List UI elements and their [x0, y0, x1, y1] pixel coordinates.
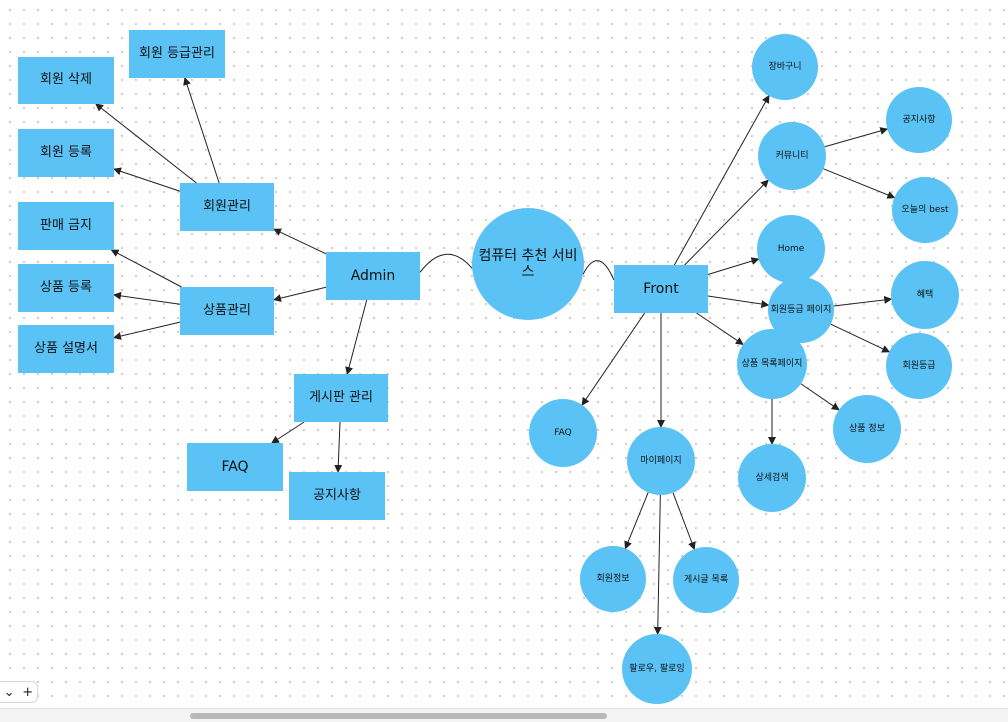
edge-member_mgmt-to-member_delete: [95, 103, 197, 184]
node-benefit[interactable]: 혜택: [891, 261, 959, 329]
add-page-button[interactable]: +: [22, 684, 34, 700]
edge-admin-to-product_mgmt: [273, 286, 327, 302]
horizontal-scrollbar[interactable]: [0, 708, 1008, 722]
edge-front-to-grade_page: [707, 295, 770, 309]
edge-admin-to-board_mgmt: [345, 299, 368, 375]
edge-mypage-to-post_list: [672, 492, 696, 551]
edge-front-to-product_list_page: [696, 312, 744, 345]
edge-community-to-notice_front: [824, 127, 889, 148]
node-admin[interactable]: Admin: [326, 252, 420, 300]
edge-product_list_page-to-product_info: [800, 383, 840, 411]
node-notice-front[interactable]: 공지사항: [886, 87, 952, 153]
edge-board_mgmt-to-faq_admin: [271, 421, 305, 444]
edge-member_mgmt-to-member_register: [113, 167, 181, 192]
edge-center-to-front: [582, 260, 615, 281]
horizontal-scrollbar-thumb[interactable]: [190, 713, 607, 719]
edge-product_mgmt-to-product_manual: [113, 321, 181, 340]
node-follow[interactable]: 팔로우, 팔로잉: [622, 634, 692, 704]
node-today-best[interactable]: 오늘의 best: [892, 177, 958, 243]
edge-community-to-today_best: [823, 168, 896, 199]
node-member-grade-management[interactable]: 회원 등급관리: [129, 30, 225, 78]
edge-admin-to-member_mgmt: [273, 228, 327, 255]
node-faq-admin[interactable]: FAQ: [187, 443, 283, 491]
node-front[interactable]: Front: [614, 265, 708, 313]
node-center-service[interactable]: 컴퓨터 추천 서비스: [472, 208, 584, 320]
node-community[interactable]: 커뮤니티: [758, 122, 826, 190]
edge-mypage-to-member_info: [624, 492, 649, 550]
node-sale-ban[interactable]: 판매 금지: [18, 202, 114, 250]
node-member-management[interactable]: 회원관리: [180, 183, 274, 231]
node-cart[interactable]: 장바구니: [752, 34, 818, 100]
edge-front-to-faq_front: [581, 312, 646, 406]
chevron-down-icon[interactable]: ⌄: [3, 684, 15, 700]
node-product-register[interactable]: 상품 등록: [18, 264, 114, 312]
node-mypage[interactable]: 마이페이지: [627, 427, 695, 495]
edge-admin-to-center: [419, 253, 473, 273]
edge-product_mgmt-to-product_register: [113, 291, 181, 305]
edge-board_mgmt-to-notice_admin: [334, 421, 343, 473]
page-controls: ⌄ +: [0, 681, 38, 703]
node-home[interactable]: Home: [757, 215, 825, 283]
edge-front-to-cart: [673, 94, 770, 266]
edge-member_mgmt-to-member_grade_mgmt: [183, 77, 220, 184]
node-board-management[interactable]: 게시판 관리: [294, 374, 388, 422]
edge-mypage-to-follow: [653, 494, 662, 636]
node-detail-search[interactable]: 상세검색: [738, 444, 806, 512]
edge-grade_page-to-member_grade: [830, 323, 891, 353]
node-faq-front[interactable]: FAQ: [529, 399, 597, 467]
node-product-management[interactable]: 상품관리: [180, 287, 274, 335]
node-post-list[interactable]: 게시글 목록: [673, 547, 739, 613]
node-product-list-page[interactable]: 상품 목록페이지: [737, 329, 807, 399]
node-product-manual[interactable]: 상품 설명서: [18, 325, 114, 373]
edge-front-to-home: [707, 257, 760, 276]
node-member-info[interactable]: 회원정보: [580, 546, 646, 612]
node-product-info[interactable]: 상품 정보: [833, 395, 901, 463]
edge-product_mgmt-to-sale_ban: [110, 249, 182, 288]
edge-grade_page-to-benefit: [833, 295, 893, 307]
edge-front-to-community: [684, 179, 769, 266]
node-member-register[interactable]: 회원 등록: [18, 129, 114, 177]
node-member-grade[interactable]: 회원등급: [886, 333, 952, 399]
node-member-delete[interactable]: 회원 삭제: [18, 57, 114, 104]
node-notice-admin[interactable]: 공지사항: [289, 472, 385, 520]
